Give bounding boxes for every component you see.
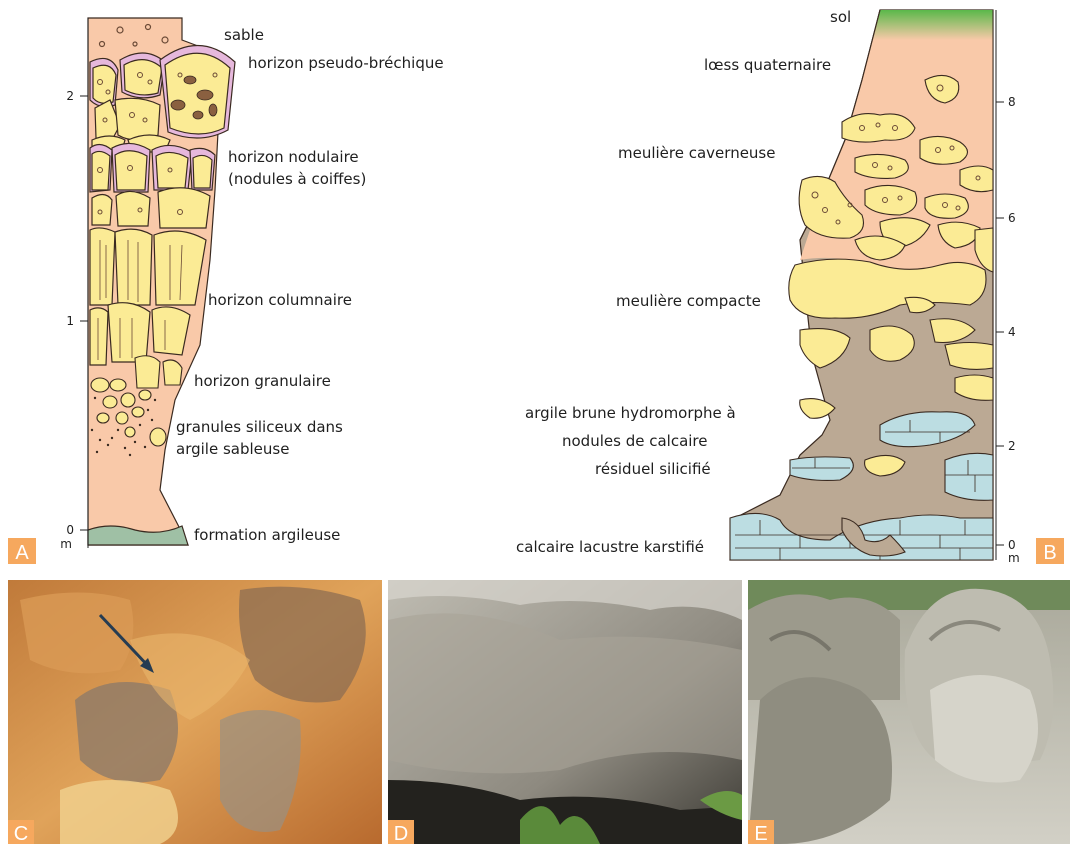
label-granules-2: argile sableuse (176, 440, 289, 458)
photo-c (8, 580, 382, 844)
panel-c-letter: C (14, 823, 28, 844)
label-argile-1: argile brune hydromorphe à (525, 404, 736, 422)
label-argile-3: résiduel silicifié (595, 460, 711, 478)
panel-e-letter-box: E (748, 820, 774, 844)
panel-b-tick-0: 0 (1008, 538, 1016, 552)
label-formation: formation argileuse (194, 526, 340, 544)
label-argile-2: nodules de calcaire (562, 432, 708, 450)
panel-b-scale (996, 10, 1004, 560)
panel-c-letter-box: C (8, 820, 34, 844)
panel-a-scale (80, 18, 88, 548)
panel-a-tick-0: 0 (66, 523, 74, 537)
panel-b-tick-2: 2 (1008, 439, 1016, 453)
photo-d (388, 580, 742, 844)
label-pseudo-brechique: horizon pseudo-bréchique (248, 54, 444, 72)
panel-e-letter: E (754, 823, 767, 844)
label-nodulaire-2: (nodules à coiffes) (228, 170, 366, 188)
panel-a-letter-box: A (8, 538, 36, 564)
panel-d-letter: D (394, 823, 408, 844)
panel-b-letter: B (1043, 542, 1056, 564)
label-columnaire: horizon columnaire (208, 291, 352, 309)
panel-b-letter-box: B (1036, 538, 1064, 564)
label-sable: sable (224, 26, 264, 44)
panel-b-tick-4: 4 (1008, 325, 1016, 339)
panel-a-letter: A (15, 542, 29, 564)
panel-b-tick-6: 6 (1008, 211, 1016, 225)
panel-a-tick-1: 1 (66, 314, 74, 328)
panel-b-tick-8: 8 (1008, 95, 1016, 109)
panel-a-tick-2: 2 (66, 89, 74, 103)
label-loess: lœss quaternaire (704, 56, 831, 74)
panel-a-column (88, 18, 235, 545)
panel-b-unit: m (1008, 551, 1020, 565)
label-caverneuse: meulière caverneuse (618, 144, 775, 162)
label-calcaire: calcaire lacustre karstifié (516, 538, 704, 556)
label-granules-1: granules siliceux dans (176, 418, 343, 436)
label-nodulaire-1: horizon nodulaire (228, 148, 359, 166)
label-granulaire: horizon granulaire (194, 372, 331, 390)
label-compacte: meulière compacte (616, 292, 761, 310)
photo-e (748, 580, 1070, 844)
panel-a-unit: m (60, 537, 72, 551)
label-sol: sol (830, 8, 851, 26)
panel-d-letter-box: D (388, 820, 414, 844)
panel-b-column (730, 10, 993, 560)
